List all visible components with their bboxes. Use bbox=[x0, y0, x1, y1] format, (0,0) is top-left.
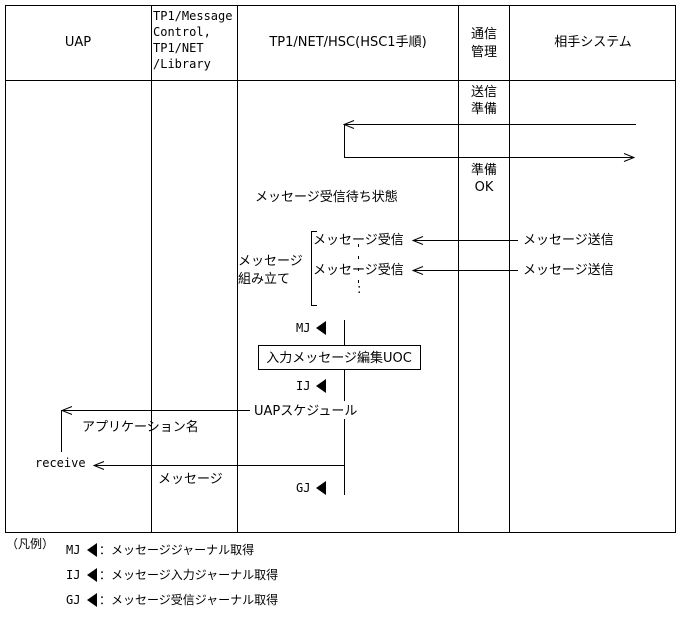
header-partner: 相手システム bbox=[554, 35, 632, 50]
assemble-label-line2: 組み立て bbox=[238, 272, 290, 287]
send-prep-line2: 準備 bbox=[471, 101, 497, 117]
header-uap: UAP bbox=[65, 35, 91, 50]
gj-label: GJ bbox=[296, 481, 310, 495]
mj-marker-icon bbox=[316, 321, 326, 335]
legend-mj-text: ：メッセージジャーナル取得 bbox=[99, 542, 254, 557]
assemble-label-line1: メッセージ bbox=[238, 254, 303, 269]
msg-send-1: メッセージ送信 bbox=[523, 233, 614, 248]
header-comm-line2: 管理 bbox=[471, 45, 497, 60]
msg-recv-2: メッセージ受信 bbox=[313, 263, 404, 278]
gj-marker-icon bbox=[316, 481, 326, 495]
assemble-bracket bbox=[311, 231, 317, 306]
mj-label: MJ bbox=[296, 321, 310, 335]
ij-label: IJ bbox=[296, 379, 310, 393]
legend-gj-text: ：メッセージ受信ジャーナル取得 bbox=[99, 592, 278, 607]
colon-continuation: : bbox=[357, 282, 361, 297]
legend-title: （凡例） bbox=[6, 537, 54, 551]
uoc-box-label: 入力メッセージ編集UOC bbox=[266, 350, 412, 366]
receive-label: receive bbox=[35, 456, 86, 470]
legend-gj-icon bbox=[87, 593, 97, 607]
legend-ij-text: ：メッセージ入力ジャーナル取得 bbox=[99, 567, 278, 582]
header-msgctrl-line2: Control, bbox=[153, 25, 211, 39]
message-label: メッセージ bbox=[158, 472, 223, 487]
legend-ij-icon bbox=[87, 568, 97, 582]
legend-mj-icon bbox=[87, 543, 97, 557]
prep-ok-line2: OK bbox=[475, 180, 494, 195]
header-hsc: TP1/NET/HSC(HSC1手順) bbox=[268, 35, 426, 50]
app-name-label: アプリケーション名 bbox=[82, 419, 199, 435]
header-msgctrl-line1: TP1/Message bbox=[153, 9, 232, 23]
legend-gj-code: GJ bbox=[66, 593, 80, 607]
header-msgctrl-line3: TP1/NET bbox=[153, 41, 204, 55]
msg-send-2: メッセージ送信 bbox=[523, 263, 614, 278]
header-msgctrl-line4: /Library bbox=[153, 57, 211, 71]
uap-schedule-label-bg bbox=[252, 401, 360, 419]
send-prep-line1: 送信 bbox=[471, 85, 497, 100]
uap-schedule-label: UAPスケジュール bbox=[254, 404, 357, 419]
legend-ij-code: IJ bbox=[66, 568, 80, 582]
ij-marker-icon bbox=[316, 379, 326, 393]
table-frame bbox=[5, 5, 676, 533]
prep-ok-line1: 準備 bbox=[471, 162, 497, 178]
uoc-box bbox=[258, 345, 421, 370]
wait-state-label: メッセージ受信待ち状態 bbox=[255, 189, 398, 205]
legend-mj-code: MJ bbox=[66, 543, 80, 557]
header-comm-line1: 通信 bbox=[471, 27, 497, 42]
msg-recv-1: メッセージ受信 bbox=[313, 233, 404, 248]
